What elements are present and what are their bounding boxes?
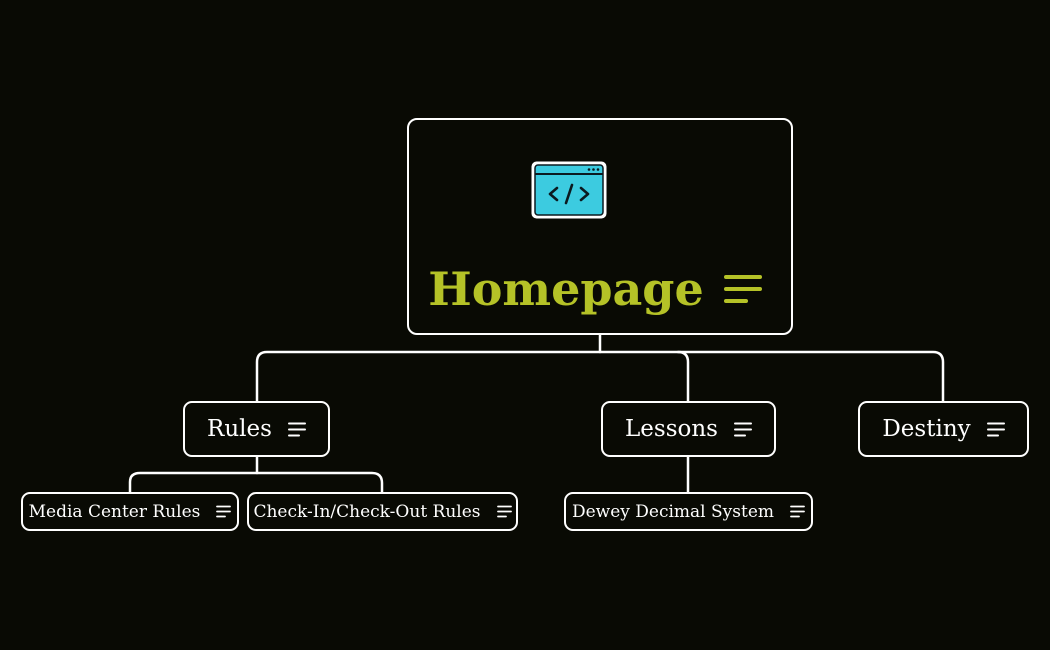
notes-lines-icon[interactable]	[723, 273, 762, 305]
topic-label: Destiny	[882, 416, 971, 442]
subtopic-label: Media Center Rules	[28, 501, 201, 522]
connector-rules-bar	[128, 471, 384, 495]
subtopic-label: Dewey Decimal System	[571, 501, 775, 522]
notes-lines-icon[interactable]	[733, 422, 752, 437]
topic-rules[interactable]: Rules	[183, 401, 330, 457]
root-title: Homepage	[428, 261, 704, 316]
root-topic-homepage[interactable]: Homepage	[407, 118, 793, 335]
subtopic-dewey-decimal-system[interactable]: Dewey Decimal System	[564, 492, 813, 531]
topic-lessons[interactable]: Lessons	[601, 401, 776, 457]
notes-lines-icon[interactable]	[986, 422, 1005, 437]
connector-lessons	[676, 350, 690, 404]
subtopic-label: Check-In/Check-Out Rules	[253, 501, 481, 522]
code-window-icon	[530, 160, 608, 224]
notes-lines-icon[interactable]	[287, 422, 306, 437]
notes-lines-icon[interactable]	[496, 505, 512, 518]
topic-label: Rules	[207, 416, 272, 442]
subtopic-media-center-rules[interactable]: Media Center Rules	[21, 492, 239, 531]
connector-branch-bar	[255, 350, 945, 404]
topic-destiny[interactable]: Destiny	[858, 401, 1029, 457]
notes-lines-icon[interactable]	[790, 505, 805, 518]
subtopic-check-in-check-out-rules[interactable]: Check-In/Check-Out Rules	[247, 492, 518, 531]
notes-lines-icon[interactable]	[216, 505, 232, 518]
topic-label: Lessons	[625, 416, 718, 442]
